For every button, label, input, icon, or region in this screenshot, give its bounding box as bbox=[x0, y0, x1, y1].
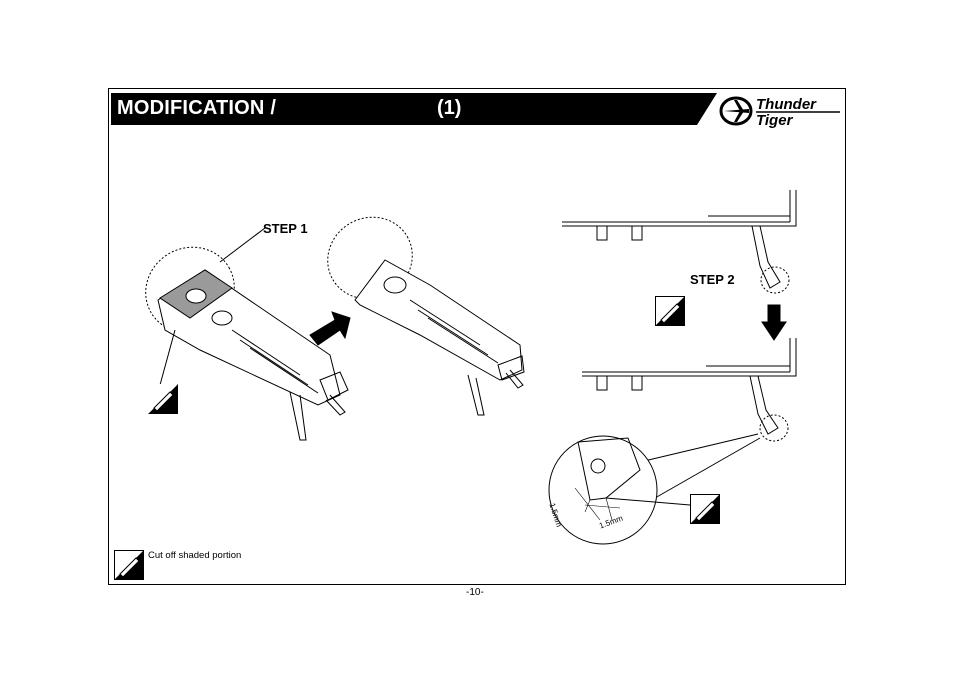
cutter-knife-icon bbox=[114, 550, 144, 580]
page-number: -10- bbox=[466, 587, 484, 598]
step2-side-view-bottom bbox=[582, 338, 797, 442]
header-bar bbox=[111, 93, 717, 125]
brand-line2: Tiger bbox=[756, 112, 794, 129]
step2-side-view-top bbox=[562, 190, 797, 294]
brand-line1: Thunder bbox=[756, 96, 817, 113]
step1-plate bbox=[145, 227, 349, 441]
airplane-logo-icon: Thunder Tiger bbox=[719, 96, 840, 129]
cutter-knife-icon bbox=[655, 296, 685, 326]
page-title: MODIFICATION / bbox=[117, 97, 277, 119]
arrow-down-icon bbox=[761, 304, 787, 341]
detail-magnified-view bbox=[548, 433, 761, 545]
thunder-tiger-logo: Thunder Tiger bbox=[716, 92, 844, 130]
step2-label: STEP 2 bbox=[690, 272, 735, 287]
page-title-number: (1) bbox=[437, 97, 462, 119]
page-frame bbox=[108, 88, 846, 585]
cutter-knife-icon bbox=[148, 384, 178, 414]
arrow-right-icon bbox=[309, 311, 351, 346]
step1-result-plate bbox=[327, 216, 525, 416]
cutter-knife-icon bbox=[690, 494, 720, 524]
step1-label: STEP 1 bbox=[263, 221, 308, 236]
cut-note: Cut off shaded portion bbox=[148, 550, 242, 561]
